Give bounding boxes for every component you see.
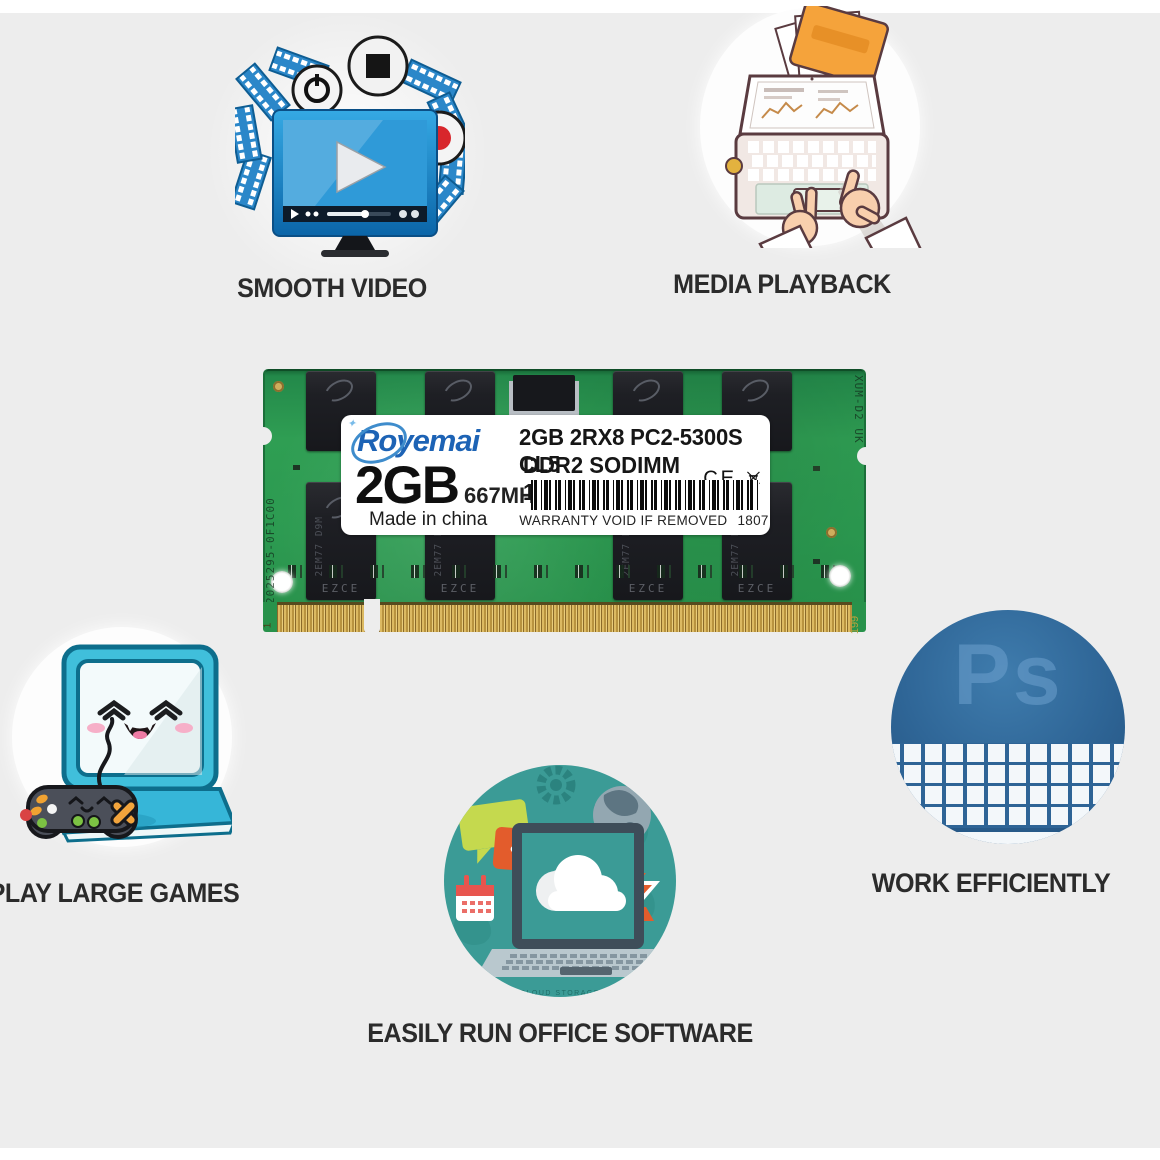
cloud-laptop-icon [476,823,676,977]
orange-card-icon [789,6,889,87]
office-illustration: CLOUD STORAGE [454,765,676,997]
chip-logo-icon [628,375,664,406]
brand-name: Royemai [357,423,480,458]
spec-line-1: 2GB 2RX8 PC2-5300S CL5 [519,424,743,477]
edge-notch [254,427,272,445]
game-controller-icon [20,717,138,839]
caption-media-playback: MEDIA PLAYBACK [673,269,891,299]
monitor-icon [272,109,438,257]
power-button-icon [291,64,343,116]
pin-strip: 1 199 [262,599,866,635]
caption-play-games: PLAY LARGE GAMES [0,878,240,908]
smd-components [293,465,300,470]
capacity-text: 2GB [355,456,460,515]
mounting-hole [826,527,837,538]
edge-notch [857,447,875,465]
chip-marking: EZCE [628,582,668,595]
chip-logo-icon [321,375,357,406]
warranty-text: WARRANTY VOID IF REMOVED 1807 [519,513,769,528]
shortcut-keyboard [891,743,1125,828]
caption-work: WORK EFFICIENTLY [871,868,1111,898]
pcb-serial-left: 2025295-0F1C00 [264,497,277,604]
pin-number-first: 1 [262,622,274,629]
caption-office: EASILY RUN OFFICE SOFTWARE [367,1018,753,1048]
sparkle-icon: ✦ [347,418,357,430]
spd-chip [513,375,575,411]
keyboard-key [1087,832,1113,844]
top-margin [0,0,1160,13]
pcb-serial-right: XUM-D2 UK [852,375,865,444]
mounting-hole [273,381,284,392]
pin-notch [364,599,380,633]
pin-number-last: 199 [848,615,861,635]
work-circle: Ps [891,610,1125,844]
gear-icon [536,765,576,805]
origin-text: Made in china [369,509,488,530]
play-games-illustration [20,644,232,843]
chip-marking: EZCE [321,582,361,595]
caption-smooth-video: SMOOTH VIDEO [237,273,427,303]
brand-logo: ✦ Royemai [344,414,480,472]
ram-pcb: 2EM77 D9M EZCE 2EM77 D9M EZCE 2EM77 D9M … [254,369,875,604]
spacebar-key [937,832,1079,844]
keyboard-key [903,832,929,844]
chip-logo-icon [440,375,476,406]
mounting-hole [829,565,851,587]
typing-hands-icon [758,169,922,248]
date-code: 1807 [737,513,769,528]
cloud-storage-watermark: CLOUD STORAGE [520,990,600,997]
media-playback-illustration [725,6,922,248]
chip-marking: EZCE [440,582,480,595]
chip-logo-icon [737,375,773,406]
bottom-margin [0,1148,1160,1160]
smd-strip [288,565,841,578]
calendar-icon [456,875,494,921]
stop-button-icon [347,35,409,97]
photoshop-ps-logo: Ps [953,627,1063,723]
chip-marking: EZCE [737,582,777,595]
smooth-video-illustration [235,35,465,257]
office-circle: CLOUD STORAGE [444,765,676,997]
warranty-label: WARRANTY VOID IF REMOVED [519,513,728,528]
mounting-hole [271,571,293,593]
ram-module: 2EM77 D9M EZCE 2EM77 D9M EZCE 2EM77 D9M … [254,369,875,635]
barcode [531,480,759,510]
